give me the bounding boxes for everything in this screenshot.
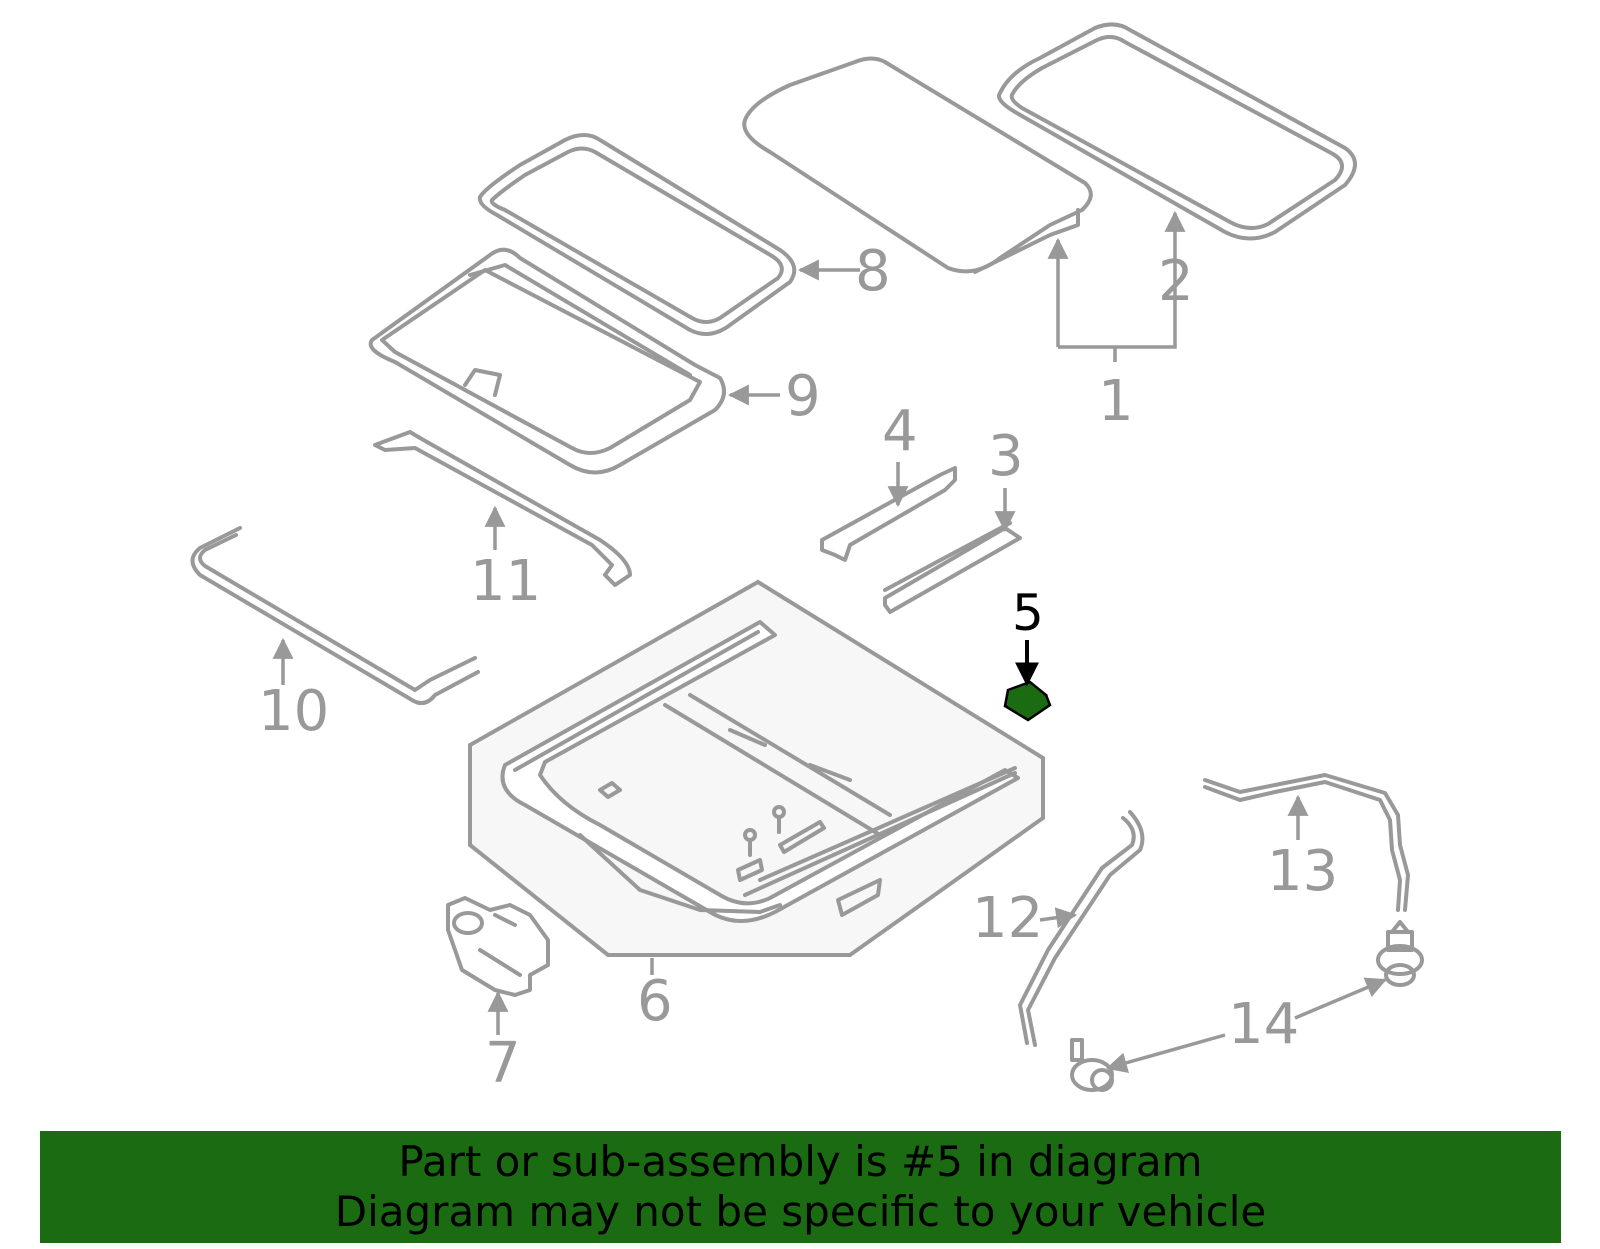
callout-11: 11 [470, 549, 541, 614]
callout-10: 10 [258, 679, 329, 744]
part-14-grommet-right [1376, 920, 1424, 987]
part-10-deflector [190, 526, 480, 706]
leader-lines [272, 210, 1387, 1073]
info-banner: Part or sub-assembly is #5 in diagram Di… [40, 1131, 1561, 1243]
part-7-motor [446, 896, 550, 997]
callout-14: 14 [1228, 992, 1299, 1057]
callout-3: 3 [988, 424, 1024, 489]
part-3-bracket [883, 521, 1022, 614]
callout-9: 9 [785, 364, 821, 429]
callout-2: 2 [1158, 249, 1194, 314]
part-14-grommet-left [1070, 1038, 1114, 1092]
callout-8: 8 [855, 239, 891, 304]
part-5-highlighted [1003, 680, 1052, 722]
part-1-panel [742, 56, 1093, 274]
part-4-bracket [820, 466, 957, 562]
callout-6: 6 [637, 969, 673, 1034]
part-11-rail [373, 430, 632, 587]
part-13-drain-hose [1203, 773, 1410, 912]
part-9-sunshade [368, 247, 726, 475]
callout-12: 12 [972, 886, 1043, 951]
callout-1: 1 [1098, 369, 1134, 434]
part-2-glass-panel [997, 22, 1357, 241]
part-8-seal [477, 133, 797, 336]
callout-7: 7 [485, 1031, 521, 1096]
banner-line-1: Part or sub-assembly is #5 in diagram [398, 1137, 1203, 1186]
callout-13: 13 [1267, 839, 1338, 904]
callout-5: 5 [1012, 584, 1044, 642]
banner-line-2: Diagram may not be specific to your vehi… [334, 1187, 1267, 1236]
part-6-frame-assembly [468, 579, 1045, 957]
callout-4: 4 [882, 399, 918, 464]
